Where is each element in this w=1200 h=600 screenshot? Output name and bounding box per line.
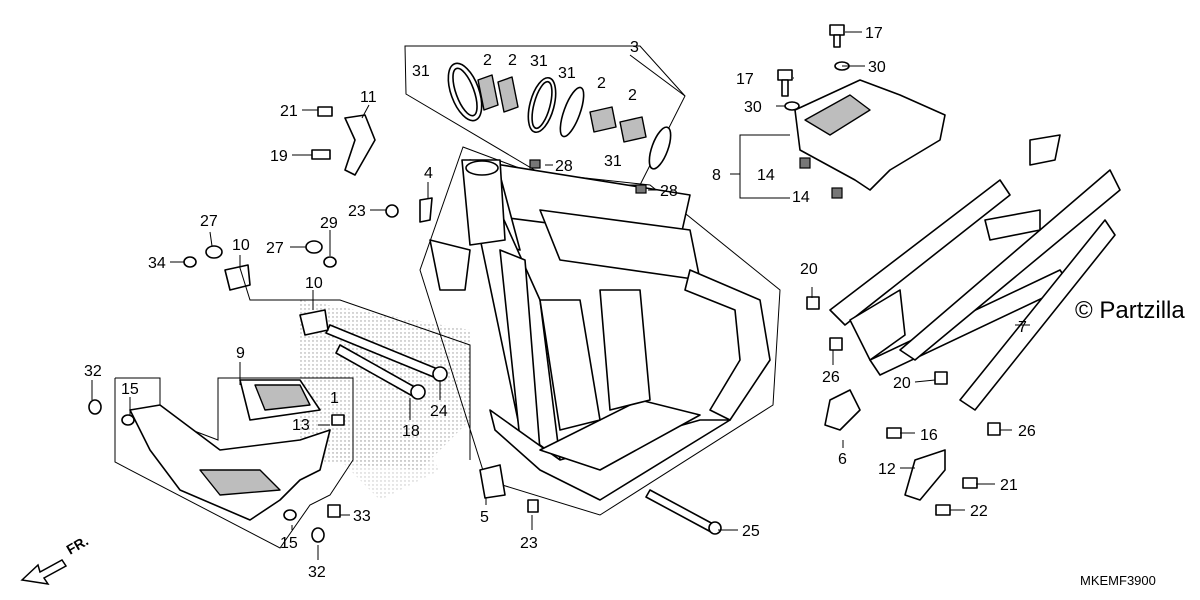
- callout-21: 21: [1000, 477, 1018, 494]
- skid-plate: [114, 377, 354, 549]
- callout-14: 14: [757, 167, 775, 184]
- front-direction-arrow: FR.: [20, 532, 92, 586]
- shading-area: [300, 300, 470, 470]
- callout-16: 16: [920, 427, 938, 444]
- callout-2: 2: [483, 52, 492, 69]
- pivot-rods: [325, 324, 722, 535]
- callout-2: 2: [597, 75, 606, 92]
- callout-26: 26: [1018, 423, 1036, 440]
- callout-17: 17: [865, 25, 883, 42]
- bolt-17: [777, 24, 845, 97]
- callout-14: 14: [792, 189, 810, 206]
- callout-1: 1: [330, 390, 339, 407]
- callout-33: 33: [353, 508, 371, 525]
- callout-31: 31: [412, 63, 430, 80]
- callout-24: 24: [430, 403, 448, 420]
- watermark: © Partzilla: [1075, 297, 1185, 324]
- callout-25: 25: [742, 523, 760, 540]
- callout-30: 30: [744, 99, 762, 116]
- callout-13: 13: [292, 417, 310, 434]
- callout-23: 23: [348, 203, 366, 220]
- callout-7: 7: [1018, 319, 1027, 336]
- callout-10: 10: [232, 237, 250, 254]
- callout-23: 23: [520, 535, 538, 552]
- callout-27: 27: [266, 240, 284, 257]
- callout-6: 6: [838, 451, 847, 468]
- callout-2: 2: [628, 87, 637, 104]
- callout-20: 20: [800, 261, 818, 278]
- grommet-group: [404, 45, 686, 186]
- callout-17: 17: [736, 71, 754, 88]
- callout-2: 2: [508, 52, 517, 69]
- callout-34: 34: [148, 255, 166, 272]
- sub-frame: [829, 134, 1121, 411]
- callout-11: 11: [360, 89, 377, 106]
- callout-21: 21: [280, 103, 298, 120]
- callout-29: 29: [320, 215, 338, 232]
- callout-32: 32: [84, 363, 102, 380]
- callout-31: 31: [558, 65, 576, 82]
- callout-30: 30: [868, 59, 886, 76]
- callout-31: 31: [530, 53, 548, 70]
- direction-label: FR.: [64, 532, 92, 557]
- callout-27: 27: [200, 213, 218, 230]
- callout-labels: 1 2 2 2 2 3 4 5 6 7 8 9 10 10 11 12 13 1…: [84, 25, 1036, 581]
- shading-area: [330, 410, 440, 500]
- diagram-code: MKEMF3900: [1080, 573, 1156, 588]
- callout-28: 28: [660, 183, 678, 200]
- bracket-assembly: [730, 79, 946, 199]
- callout-4: 4: [424, 165, 433, 182]
- callout-32: 32: [308, 564, 326, 581]
- callout-22: 22: [970, 503, 988, 520]
- callout-15: 15: [280, 535, 298, 552]
- callout-12: 12: [878, 461, 896, 478]
- callout-28: 28: [555, 158, 573, 175]
- callout-10: 10: [305, 275, 323, 292]
- brackets: [224, 114, 946, 501]
- callout-3: 3: [630, 39, 639, 56]
- callout-26: 26: [822, 369, 840, 386]
- leader-lines: [91, 31, 1030, 560]
- callout-19: 19: [270, 148, 288, 165]
- fasteners: [88, 106, 1001, 543]
- callout-18: 18: [402, 423, 420, 440]
- callout-15: 15: [121, 381, 139, 398]
- callout-9: 9: [236, 345, 245, 362]
- callout-20: 20: [893, 375, 911, 392]
- main-frame: [419, 146, 781, 516]
- callout-8: 8: [712, 167, 721, 184]
- callout-31: 31: [604, 153, 622, 170]
- callout-5: 5: [480, 509, 489, 526]
